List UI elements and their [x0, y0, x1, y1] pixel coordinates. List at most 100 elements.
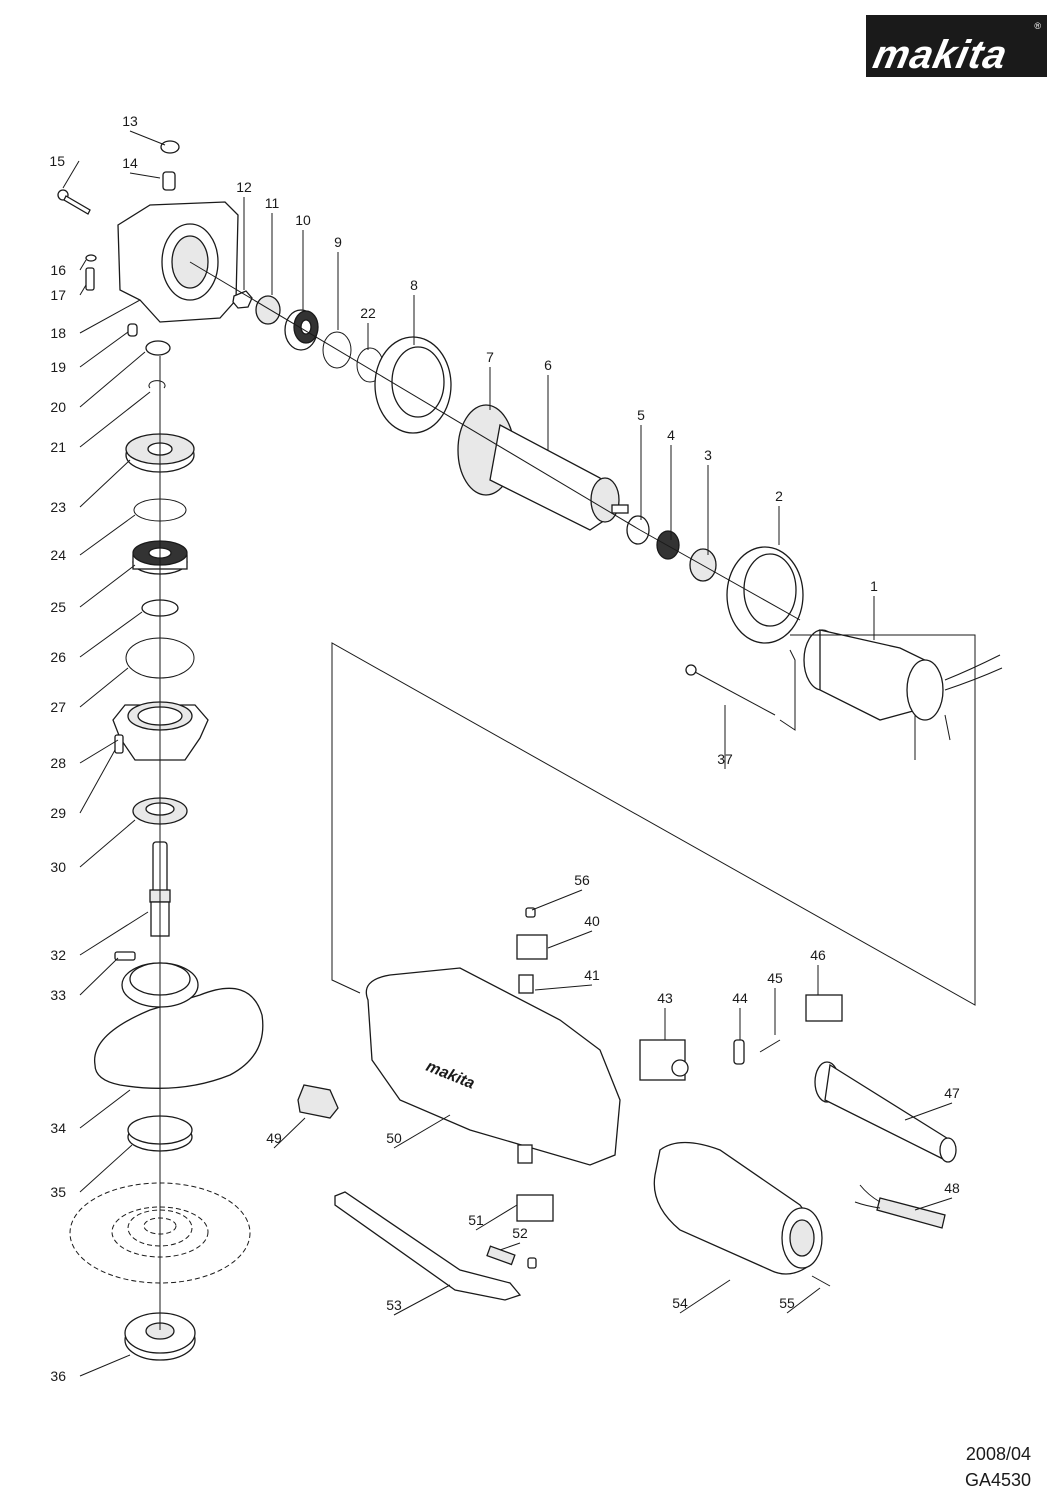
- part-number-47: 47: [944, 1085, 960, 1101]
- part-number-48: 48: [944, 1180, 960, 1196]
- part-number-24: 24: [50, 547, 66, 563]
- callout-leader-24: [79, 514, 136, 556]
- registered-mark: ®: [1034, 21, 1041, 31]
- screw-29-part: [114, 734, 124, 754]
- spring-part: [162, 171, 176, 191]
- part-number-16: 16: [50, 262, 66, 278]
- armature-6-part: [457, 404, 629, 531]
- brush-holder-40-part: [516, 934, 548, 960]
- callout-leader-27: [79, 667, 129, 708]
- callout-leader-48: [914, 1197, 953, 1211]
- part-number-54: 54: [672, 1295, 688, 1311]
- callout-leader-49: [273, 1117, 306, 1149]
- callout-leader-15: [62, 160, 80, 189]
- screw-52-part: [527, 1257, 537, 1269]
- lock-lever-49-part: [297, 1084, 339, 1119]
- part-number-13: 13: [122, 113, 138, 129]
- ball-bearing-5-part: [626, 515, 650, 545]
- ball-bearing-10-part: [284, 309, 319, 351]
- axis-line-motor: [639, 529, 801, 621]
- part-number-33: 33: [50, 987, 66, 1003]
- part-number-25: 25: [50, 599, 66, 615]
- part-number-29: 29: [50, 805, 66, 821]
- switch-lever-53-part: [334, 1191, 522, 1301]
- screw-part: [57, 189, 91, 215]
- part-number-43: 43: [657, 990, 673, 1006]
- callout-leader-25: [79, 564, 136, 608]
- callout-leader-16: [79, 259, 87, 271]
- lock-button-part: [160, 140, 180, 154]
- part-number-36: 36: [50, 1368, 66, 1384]
- part-number-18: 18: [50, 325, 66, 341]
- o-ring-part: [85, 254, 97, 262]
- callout-leader-26: [79, 611, 143, 658]
- baffle-plate-2-part: [726, 546, 804, 644]
- callout-leader-21: [79, 391, 151, 448]
- callout-leader-19: [79, 331, 129, 368]
- part-number-28: 28: [50, 755, 66, 771]
- part-number-41: 41: [584, 967, 600, 983]
- callout-leader-14: [129, 172, 161, 179]
- part-number-3: 3: [704, 447, 712, 463]
- part-number-52: 52: [512, 1225, 528, 1241]
- part-number-37: 37: [717, 751, 733, 767]
- callout-leader-18: [79, 299, 141, 334]
- callout-leader-32: [79, 911, 149, 956]
- part-number-46: 46: [810, 947, 826, 963]
- part-number-10: 10: [295, 212, 311, 228]
- callout-leader-20: [79, 351, 146, 408]
- part-number-22: 22: [360, 305, 376, 321]
- part-number-51: 51: [468, 1212, 484, 1228]
- screw-37-part: [685, 664, 776, 716]
- o-ring-9-part: [322, 331, 352, 369]
- plug-part: [127, 323, 138, 337]
- part-number-14: 14: [122, 155, 138, 171]
- part-number-53: 53: [386, 1297, 402, 1313]
- part-number-6: 6: [544, 357, 552, 373]
- part-number-50: 50: [386, 1130, 402, 1146]
- nut-12-part: [232, 290, 253, 309]
- field-1-part: [803, 629, 1003, 760]
- part-number-34: 34: [50, 1120, 66, 1136]
- callout-leader-50: [393, 1114, 451, 1149]
- part-number-56: 56: [574, 872, 590, 888]
- part-number-55: 55: [779, 1295, 795, 1311]
- switch-43-part: [639, 1039, 689, 1081]
- tapping-screw-56-part: [525, 907, 536, 918]
- ball-bearing-4-part: [656, 530, 680, 560]
- screw-33-part: [114, 951, 136, 961]
- cord-48-part: [854, 1184, 946, 1229]
- callout-leader-36: [79, 1354, 131, 1377]
- callout-leader-34: [79, 1089, 131, 1129]
- part-number-26: 26: [50, 649, 66, 665]
- part-number-2: 2: [775, 488, 783, 504]
- model-number: GA4530: [964, 1470, 1031, 1490]
- callout-leader-52: [499, 1242, 521, 1251]
- rear-cover-54-part: [653, 1141, 823, 1275]
- retaining-ring-21-part: [148, 380, 166, 389]
- part-number-49: 49: [266, 1130, 282, 1146]
- part-callouts: 1234567891011121314151617181920212223242…: [49, 113, 960, 1384]
- callout-leader-28: [79, 739, 119, 764]
- noise-suppressor-46-part: [805, 994, 843, 1022]
- wheel-guard-34-part: [94, 962, 264, 1089]
- part-number-9: 9: [334, 234, 342, 250]
- callout-leader-47: [904, 1102, 953, 1121]
- cord-guard-47-part: [814, 1061, 957, 1163]
- parts-artwork: makita: [57, 140, 1003, 1361]
- callout-leader-53: [393, 1284, 451, 1316]
- part-number-17: 17: [50, 287, 66, 303]
- callout-leader-30: [79, 819, 136, 868]
- helical-gear-11-part: [255, 295, 281, 325]
- callout-leader-17: [79, 284, 87, 296]
- callout-leader-35: [79, 1144, 133, 1193]
- gear-housing-part: [117, 201, 239, 323]
- part-number-19: 19: [50, 359, 66, 375]
- part-number-20: 20: [50, 399, 66, 415]
- part-number-40: 40: [584, 913, 600, 929]
- part-number-4: 4: [667, 427, 675, 443]
- carbon-brush-41-part: [518, 974, 534, 994]
- part-number-30: 30: [50, 859, 66, 875]
- callout-leader-23: [79, 459, 131, 508]
